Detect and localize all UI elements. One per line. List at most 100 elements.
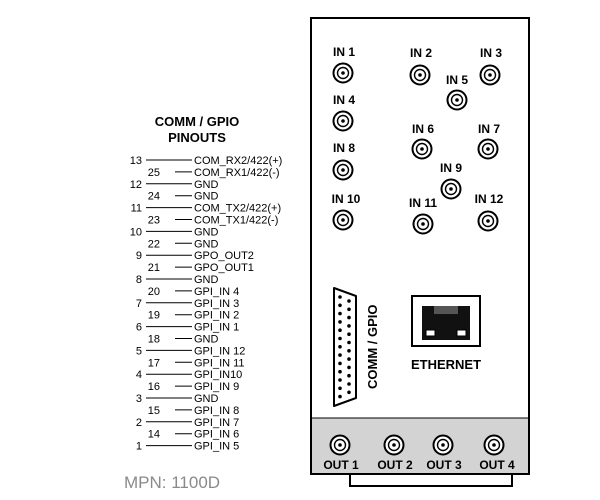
pinout-title-line1: COMM / GPIO [155, 114, 240, 129]
db25-pin [347, 349, 351, 353]
bnc-inner-ring [336, 114, 350, 128]
ethernet-label: ETHERNET [411, 357, 481, 372]
bnc-inner-ring [481, 214, 495, 228]
db25-pin [338, 394, 342, 399]
db25-pin [338, 386, 342, 391]
pin-number: 8 [136, 274, 142, 286]
bnc-connector-out-2[interactable] [383, 434, 405, 456]
bnc-pin [392, 443, 396, 447]
db25-pin [347, 382, 351, 386]
bnc-connector-in-12[interactable] [477, 210, 499, 232]
bnc-connector-in-11[interactable] [412, 213, 434, 235]
bnc-pin [341, 168, 345, 172]
db25-pin [347, 315, 351, 320]
comm-gpio-port-label: COMM / GPIO [365, 305, 380, 390]
bnc-inner-ring [415, 142, 429, 156]
pin-number: 17 [148, 357, 160, 369]
bnc-connector-in-9[interactable] [440, 178, 462, 200]
db25-pin [347, 365, 351, 370]
bnc-connector-in-10[interactable] [332, 209, 354, 231]
pin-number: 3 [136, 393, 142, 405]
bnc-pin [338, 443, 342, 447]
bnc-pin [418, 73, 422, 77]
bnc-pin [455, 98, 459, 102]
output-label: OUT 1 [323, 458, 359, 472]
pin-signal: GPI_IN 7 [194, 417, 239, 429]
pin-signal: COM_TX1/422(-) [194, 215, 278, 227]
bnc-connector-in-2[interactable] [409, 64, 431, 86]
panel-bracket [349, 474, 513, 487]
pin-signal: GPI_IN 3 [194, 298, 239, 310]
output-label: OUT 3 [426, 458, 462, 472]
pin-signal: GND [194, 334, 219, 346]
pin-row: 9 GPO_OUT2 [136, 250, 254, 262]
bnc-connector-out-4[interactable] [483, 434, 505, 456]
pin-number: 1 [136, 441, 142, 453]
db25-pin [347, 307, 351, 312]
db25-pin [338, 336, 342, 341]
pin-number: 25 [148, 167, 160, 179]
pin-number: 13 [130, 155, 142, 167]
pin-row: 17 GPI_IN 11 [148, 357, 245, 369]
bnc-pin [441, 443, 445, 447]
bnc-connector-out-1[interactable] [329, 434, 351, 456]
db25-pin [338, 311, 342, 316]
bnc-pin [421, 222, 425, 226]
bnc-connector-in-7[interactable] [477, 138, 499, 160]
input-label: IN 9 [440, 161, 462, 175]
input-label: IN 3 [480, 46, 502, 60]
bnc-connector-in-1[interactable] [332, 62, 354, 84]
pin-signal: GPI_IN 8 [194, 405, 239, 417]
bnc-connector-in-6[interactable] [411, 138, 433, 160]
bnc-inner-ring [450, 93, 464, 107]
bnc-inner-ring [483, 68, 497, 82]
bnc-connector-out-3[interactable] [432, 434, 454, 456]
pin-signal: GPI_IN 11 [194, 357, 245, 369]
bnc-connector-in-3[interactable] [479, 64, 501, 86]
pin-signal: GND [194, 226, 219, 238]
pin-signal: GND [194, 191, 219, 203]
db25-pin [338, 378, 342, 382]
bnc-connector-in-8[interactable] [332, 159, 354, 181]
pin-signal: GPI_IN 2 [194, 310, 239, 322]
ethernet-port[interactable] [411, 295, 481, 347]
bnc-connector-in-4[interactable] [332, 110, 354, 132]
bnc-connector-in-5[interactable] [446, 89, 468, 111]
input-label: IN 1 [333, 45, 355, 59]
pin-number: 5 [136, 345, 142, 357]
input-label: IN 8 [333, 141, 355, 155]
pin-number: 9 [136, 250, 142, 262]
comm-gpio-port[interactable] [333, 287, 357, 407]
pin-signal: GPI_IN 9 [194, 381, 239, 393]
pin-number: 23 [148, 215, 160, 227]
pin-signal: GPI_IN 5 [194, 441, 239, 453]
db25-pin [347, 340, 351, 345]
db25-pin [347, 324, 351, 328]
pin-number: 4 [136, 369, 142, 381]
bnc-pin [420, 147, 424, 151]
db25-pin [347, 373, 351, 378]
db25-pin [338, 345, 342, 349]
db25-pin [347, 390, 351, 395]
bnc-inner-ring [336, 213, 350, 227]
output-label: OUT 2 [377, 458, 413, 472]
bnc-pin [488, 73, 492, 77]
db25-pin [338, 295, 342, 299]
pin-signal: GPI_IN 4 [194, 286, 239, 298]
db25-pins [338, 295, 351, 399]
pin-signal: COM_TX2/422(+) [194, 203, 281, 215]
pin-signal: GPO_OUT2 [194, 250, 254, 262]
bnc-pin [486, 219, 490, 223]
